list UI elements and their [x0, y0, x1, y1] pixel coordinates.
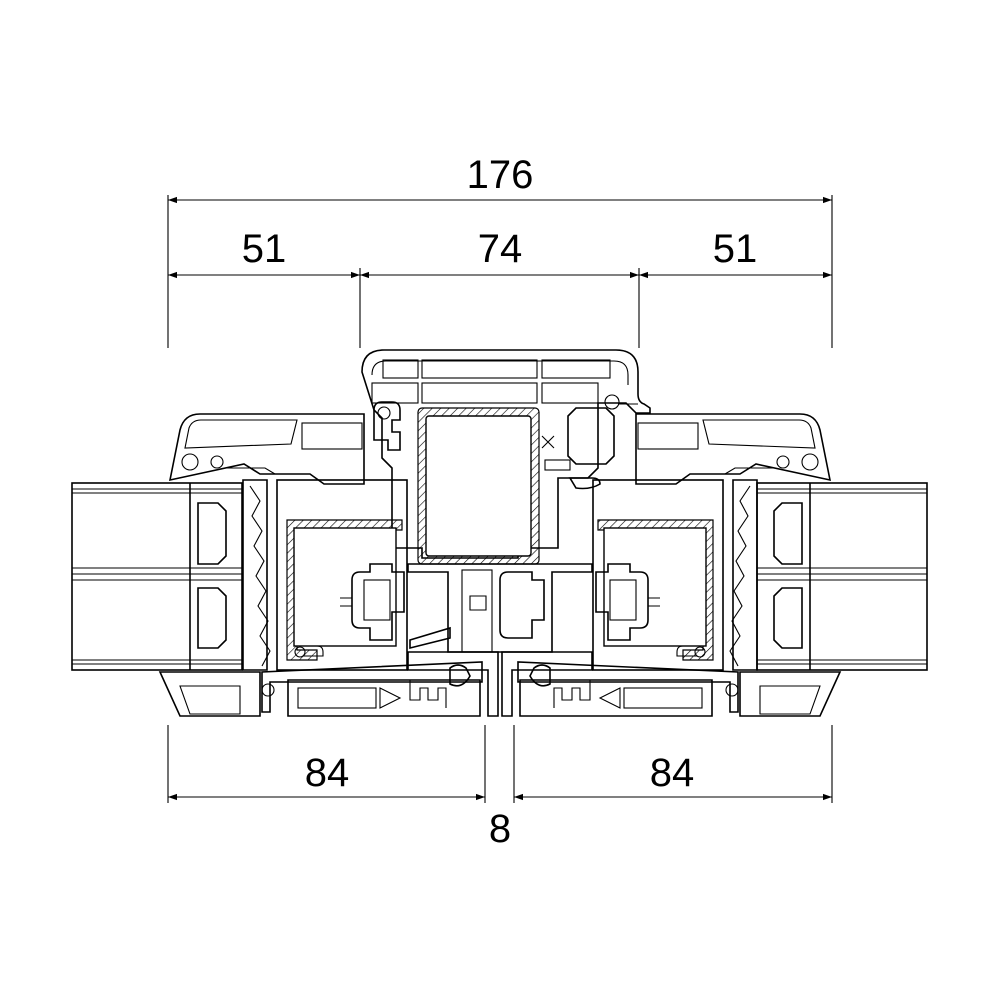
dim-left-top-label: 51	[242, 227, 287, 271]
dimension-labels: 176 51 74 51 84 84 8	[242, 153, 758, 851]
center-coupler	[407, 563, 593, 653]
glazing-left	[71, 482, 243, 671]
right-sash-profile	[501, 413, 842, 717]
dim-left-bottom-label: 84	[305, 751, 350, 795]
dim-right-top-label: 51	[713, 227, 758, 271]
dimension-lines	[167, 195, 833, 803]
dim-gap-label: 8	[489, 807, 511, 851]
dim-right-bottom-label: 84	[650, 751, 695, 795]
mullion-profile	[361, 349, 651, 565]
dim-center-top-label: 74	[478, 227, 523, 271]
dim-overall-label: 176	[467, 153, 534, 197]
left-sash-profile	[158, 413, 499, 717]
glazing-right	[756, 482, 928, 671]
